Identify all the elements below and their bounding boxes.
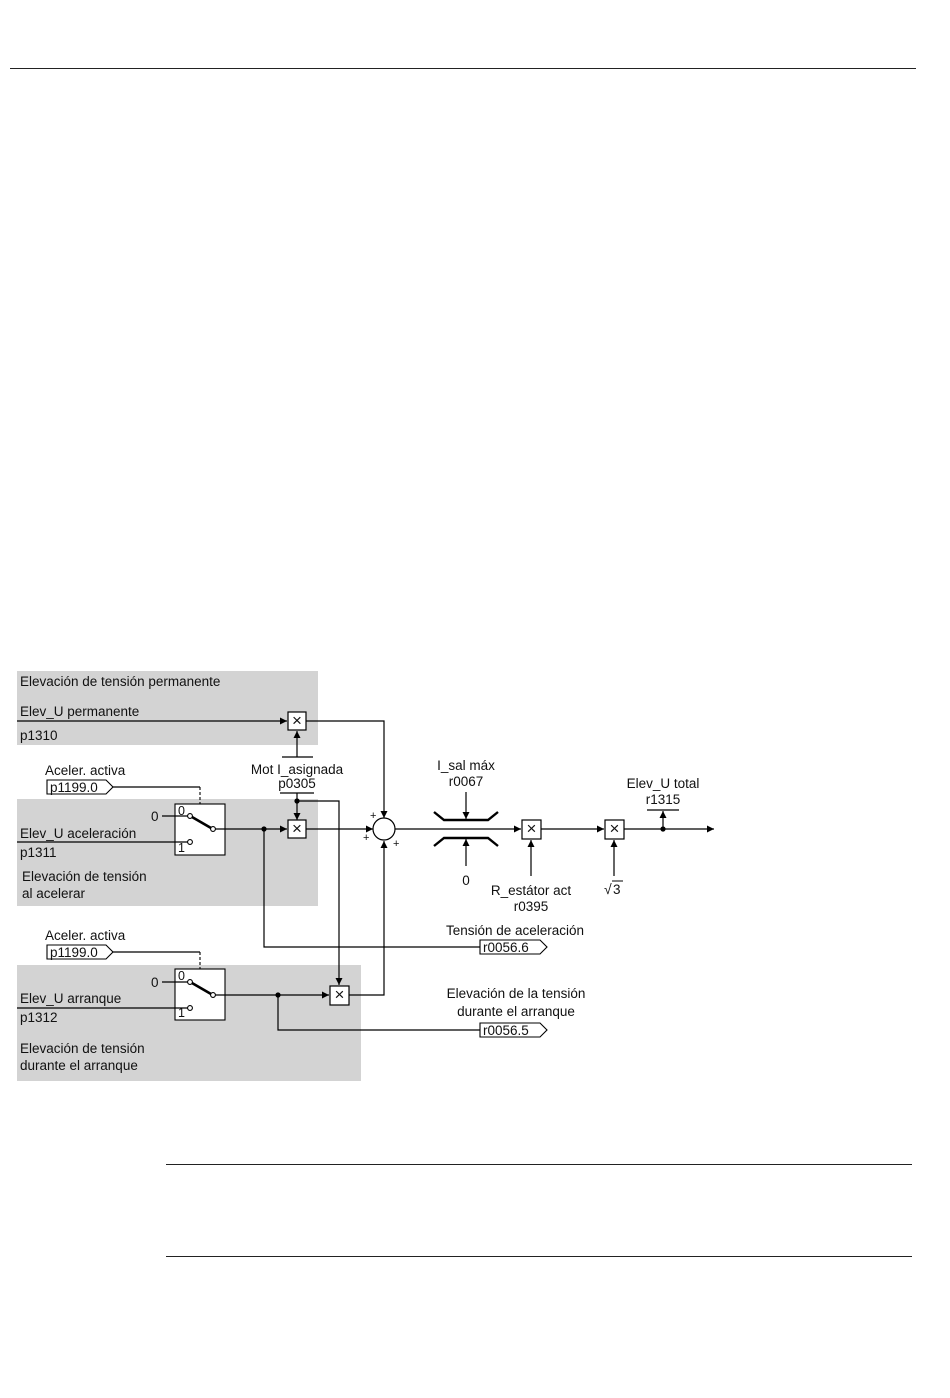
accel-zero-input: 0 — [151, 809, 159, 824]
accel-caption-1: Elevación de tensión — [22, 869, 147, 884]
start-caption-1: Elevación de tensión — [20, 1041, 145, 1056]
accel-voltage-label: Tensión de aceleración — [446, 923, 584, 938]
top-divider — [10, 68, 916, 69]
start-voltage-connector — [479, 1022, 548, 1038]
multiplier-accel-symbol: × — [292, 819, 302, 838]
accel-switch-pos1: 1 — [178, 841, 185, 855]
resistance-label: R_estátor act — [491, 883, 572, 898]
sqrt-radical: √ — [604, 881, 612, 897]
multiplier-permanent-symbol: × — [292, 711, 302, 730]
multiplier-sqrt3-symbol: × — [610, 819, 620, 838]
mot-current-param: p0305 — [278, 776, 316, 791]
accel-switch-lever — [191, 815, 212, 830]
accel-param: p1311 — [20, 845, 57, 860]
accel-boost-group — [17, 799, 318, 906]
start-enable-label: Aceler. activa — [45, 928, 126, 943]
resistance-param: r0395 — [514, 899, 549, 914]
multiplier-start — [329, 985, 350, 1006]
accel-branch-line — [263, 829, 480, 948]
output-label: Elev_U total — [627, 776, 700, 791]
accel-voltage-connector — [479, 939, 548, 955]
permanent-param: p1310 — [20, 728, 58, 743]
start-switch-in1 — [187, 1005, 193, 1011]
limiter-label: I_sal máx — [437, 758, 495, 773]
sqrt-value: 3 — [613, 882, 621, 897]
start-to-sum-line — [349, 841, 388, 996]
accel-enable-param: p1199.0 — [50, 780, 98, 795]
start-caption-2: durante el arranque — [20, 1058, 138, 1073]
bottom-divider-lower — [166, 1256, 912, 1257]
accel-switch-in1 — [187, 839, 193, 845]
limiter-lower-value: 0 — [462, 873, 470, 888]
permanent-to-sum-line — [306, 720, 388, 818]
start-branch-line — [277, 995, 480, 1031]
start-voltage-label-1: Elevación de la tensión — [447, 986, 586, 1001]
permanent-group-title: Elevación de tensión permanente — [20, 674, 220, 689]
start-enable-connector — [46, 944, 114, 960]
accel-voltage-param: r0056.6 — [483, 940, 529, 955]
start-voltage-param: r0056.5 — [483, 1023, 529, 1038]
start-param: p1312 — [20, 1010, 58, 1025]
start-zero-input: 0 — [151, 975, 159, 990]
start-enable-param: p1199.0 — [50, 945, 98, 960]
start-switch-pos0: 0 — [178, 969, 185, 983]
output-param: r1315 — [646, 792, 681, 807]
permanent-signal-label: Elev_U permanente — [20, 704, 139, 719]
accel-switch-pos0: 0 — [178, 804, 185, 818]
multiplier-resistance-symbol: × — [527, 819, 537, 838]
multiplier-start-symbol: × — [335, 985, 345, 1004]
accel-enable-connector — [46, 779, 114, 795]
sum-sign-bottom: + — [393, 838, 399, 850]
start-switch-lever — [191, 981, 212, 996]
sum-sign-top: + — [370, 810, 376, 822]
start-voltage-label-2: durante el arranque — [457, 1004, 575, 1019]
mot-current-label: Mot I_asignada — [251, 762, 344, 777]
limiter-param: r0067 — [449, 774, 484, 789]
sum-sign-left: + — [363, 832, 369, 844]
start-signal-label: Elev_U arranque — [20, 991, 121, 1006]
start-switch-pos1: 1 — [178, 1006, 185, 1020]
mot-current-to-mult3 — [297, 800, 343, 985]
accel-signal-label: Elev_U aceleración — [20, 826, 136, 841]
limiter-upper-bar — [433, 811, 499, 822]
limiter-lower-bar — [433, 836, 499, 847]
bottom-divider-upper — [166, 1164, 912, 1165]
accel-caption-2: al acelerar — [22, 886, 86, 901]
accel-enable-label: Aceler. activa — [45, 763, 126, 778]
permanent-boost-group — [17, 671, 318, 745]
